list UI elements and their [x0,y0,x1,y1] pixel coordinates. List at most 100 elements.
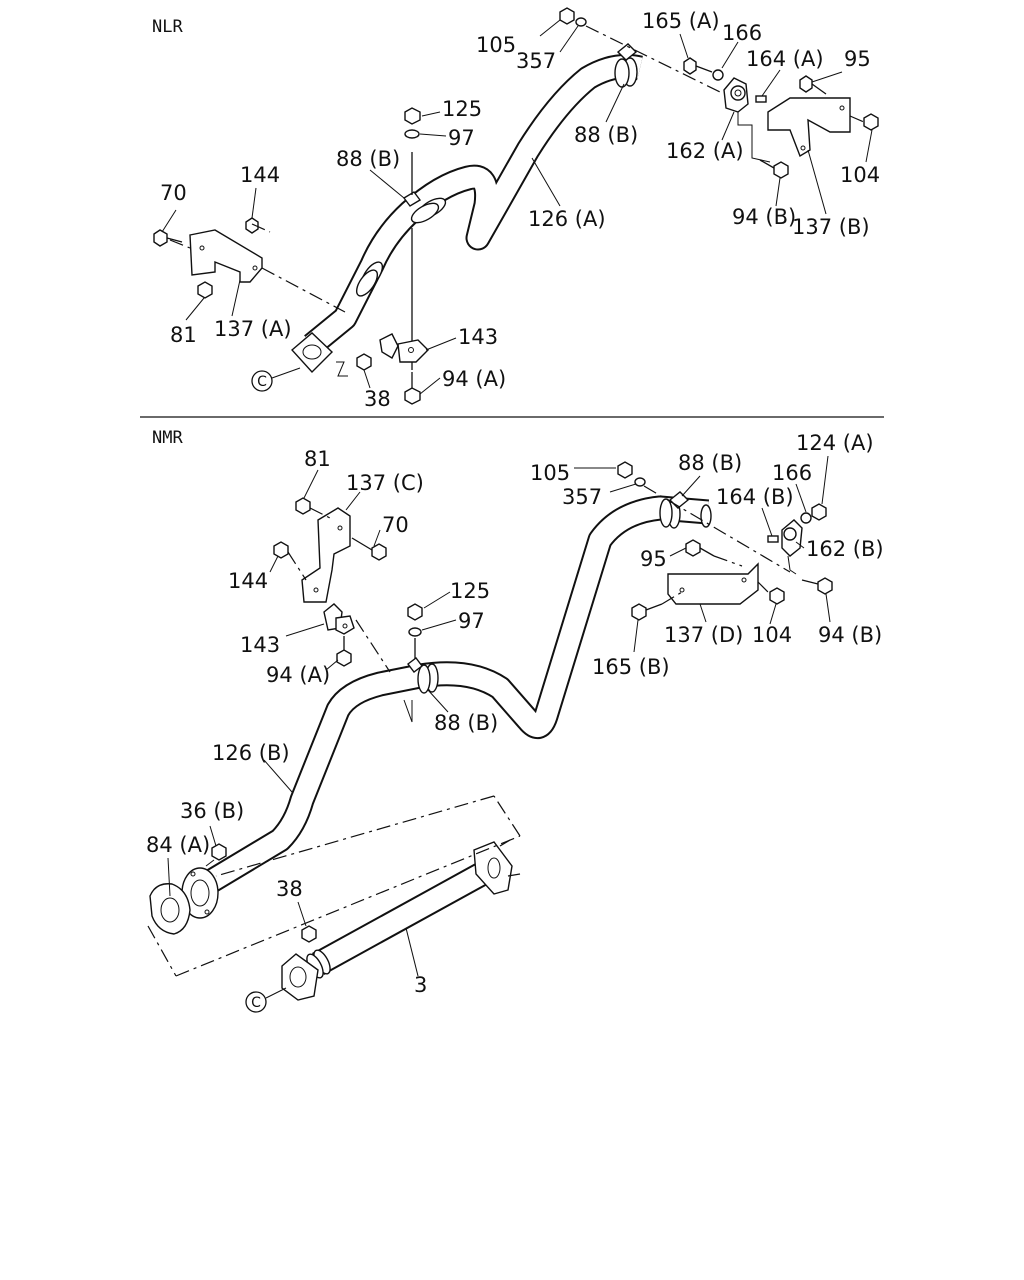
washer-357-nlr [575,17,587,27]
clamp-88b-nmr-mid [407,657,423,673]
label-137b: 137 (B) [792,215,870,239]
label-94a-nmr: 94 (A) [266,663,330,687]
label-166-nlr: 166 [722,21,762,45]
flange-alignment-lines [147,795,521,977]
washer-166-nmr [800,512,812,524]
label-126b: 126 (B) [212,741,290,765]
bolt-95-nmr [685,539,715,557]
washer-166-nlr [712,69,724,81]
label-105-nlr: 105 [476,33,516,57]
mount-162b [781,519,803,575]
svg-text:C: C [257,374,267,390]
nut-125-nmr [407,603,423,621]
label-165a: 165 (A) [642,9,720,33]
nut-104-nlr [863,113,879,131]
nmr-assembly: C [146,431,884,1013]
bolt-165b [631,603,663,621]
washer-97-nmr [408,627,422,637]
label-3: 3 [414,973,427,997]
label-94a-nlr: 94 (A) [442,367,506,391]
connector-c-nmr: C [245,987,287,1013]
label-38-nmr: 38 [276,877,303,901]
label-166-nmr: 166 [772,461,812,485]
pipe-flange-nlr [290,332,334,374]
label-81-nmr: 81 [304,447,331,471]
label-124a: 124 (A) [796,431,874,455]
label-38-nlr: 38 [364,387,391,411]
hanger-143-nmr [323,603,355,635]
label-104-nmr: 104 [752,623,792,647]
label-95-nlr: 95 [844,47,871,71]
nlr-assembly: C [153,7,880,411]
label-95-nmr: 95 [640,547,667,571]
svg-text:C: C [251,995,261,1011]
label-143-nmr: 143 [240,633,280,657]
bolt-70-nmr [351,537,387,561]
label-88b-nlr-right: 88 (B) [574,123,638,147]
bolt-95-nlr [799,75,827,95]
label-97-nlr: 97 [448,126,475,150]
bolt-94b-nmr [801,577,833,595]
bolt-94b-nlr [759,159,789,179]
label-357-nlr: 357 [516,49,556,73]
clamp-88b-nlr-left [402,191,422,207]
label-88b-nmr-mid: 88 (B) [434,711,498,735]
nut-81-nmr [295,497,311,515]
label-88b-nlr-left: 88 (B) [336,147,400,171]
bolt-70-nlr [153,229,183,247]
label-70-nmr: 70 [382,513,409,537]
pipe-3 [281,839,521,1001]
nut-81-nlr [197,281,213,299]
bolt-94a-nmr [336,636,352,667]
gasket-84a [149,883,191,935]
nut-38-nmr [301,925,317,943]
label-70-nlr: 70 [160,181,187,205]
label-36b: 36 (B) [180,799,244,823]
label-104-nlr: 104 [840,163,880,187]
label-88b-nmr-top: 88 (B) [678,451,742,475]
bolt-94a-nlr [404,372,421,405]
washer-357-nmr [634,477,646,487]
washer-97-nlr [404,129,420,139]
label-162b: 162 (B) [806,537,884,561]
bracket-137a [189,229,263,283]
nut-125-nlr [404,107,421,125]
label-94b-nlr: 94 (B) [732,205,796,229]
pin-164a [755,95,767,103]
mount-162a [723,77,771,163]
label-94b-nmr: 94 (B) [818,623,882,647]
bracket-137b [767,97,851,158]
label-162a: 162 (A) [666,139,744,163]
label-164a: 164 (A) [746,47,824,71]
label-126a: 126 (A) [528,207,606,231]
label-125-nmr: 125 [450,579,490,603]
leaders-nmr [167,455,831,977]
connector-c-nlr: C [251,367,301,392]
label-137c: 137 (C) [346,471,424,495]
nut-144-nmr [273,541,289,559]
nut-124a [811,503,827,521]
label-144-nlr: 144 [240,163,280,187]
label-97-nmr: 97 [458,609,485,633]
hanger-143-nlr [379,333,429,363]
label-144-nmr: 144 [228,569,268,593]
label-137a: 137 (A) [214,317,292,341]
label-164b: 164 (B) [716,485,794,509]
nut-105-nmr [617,461,633,479]
pipe-126a [304,53,643,355]
nut-36b [211,843,227,861]
clamp-88b-nlr-right [616,43,638,61]
label-81-nlr: 81 [170,323,197,347]
section-label-nmr: NMR [152,428,183,448]
label-84a: 84 (A) [146,833,210,857]
nut-104-nmr [769,587,785,605]
label-137d: 137 (D) [664,623,743,647]
leaders-nlr [161,19,873,395]
nut-105-nlr [559,7,575,25]
label-143-nlr: 143 [458,325,498,349]
label-165b: 165 (B) [592,655,670,679]
bolt-165a [683,57,713,75]
label-125-nlr: 125 [442,97,482,121]
bracket-137c [301,507,351,603]
